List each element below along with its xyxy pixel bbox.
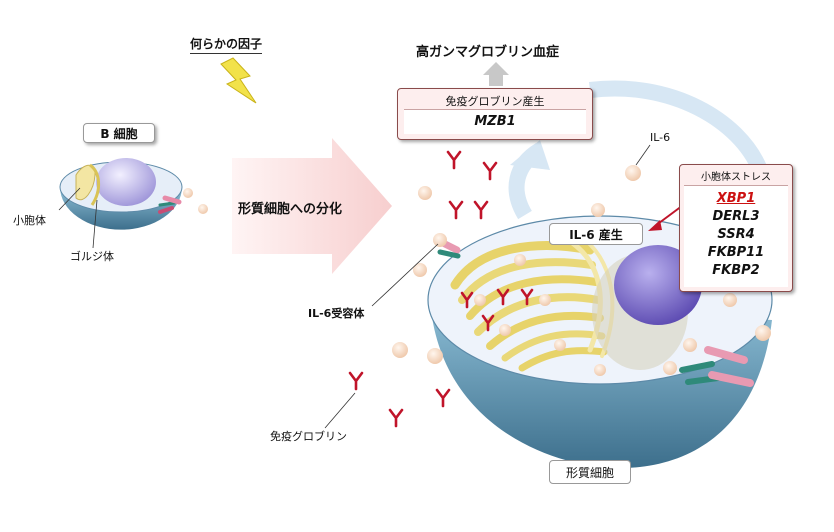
il6-receptor xyxy=(708,371,754,387)
cycle-arrow-lower-head xyxy=(510,140,550,170)
er-stress-box: 小胞体ストレス XBP1 DERL3 SSR4 FKBP11 FKBP2 xyxy=(679,164,793,292)
ig-production-gene-panel: MZB1 xyxy=(404,109,586,134)
il6-label: IL-6 xyxy=(650,131,671,144)
immunoglobulin-label: 免疫グロブリン xyxy=(270,430,347,443)
differentiation-arrow xyxy=(232,138,392,274)
differentiation-label: 形質細胞への分化 xyxy=(238,202,343,217)
il6-receptor xyxy=(437,249,461,259)
leader-er xyxy=(58,187,81,211)
b-cell-receptor-2 xyxy=(158,201,176,207)
lightning-bolt-icon xyxy=(220,57,257,104)
gene-mzb1: MZB1 xyxy=(474,114,516,129)
plasma-cell-title: 形質細胞 xyxy=(565,466,614,480)
vesicle xyxy=(198,204,208,214)
b-cell-receptor xyxy=(158,206,174,214)
er-stress-gene-list: XBP1 DERL3 SSR4 FKBP11 FKBP2 xyxy=(684,185,788,287)
il6-production-label: IL-6 産生 xyxy=(569,228,623,242)
plasma-cell-title-box: 形質細胞 xyxy=(549,460,631,484)
gene-xbp1: XBP1 xyxy=(716,191,756,206)
ig-production-box: 免疫グロブリン産生 MZB1 xyxy=(397,88,593,140)
b-cell-nucleus xyxy=(96,158,156,206)
b-cell-golgi xyxy=(89,163,100,206)
b-cell-er xyxy=(75,164,96,201)
red-arrow-head xyxy=(648,220,662,231)
gene-derl3: DERL3 xyxy=(712,209,760,224)
gene-ssr4: SSR4 xyxy=(717,227,755,242)
er-stress-title: 小胞体ストレス xyxy=(701,172,771,183)
vesicle xyxy=(183,188,193,198)
il6-receptor xyxy=(704,346,748,364)
antibodies xyxy=(348,150,534,428)
factor-label: 何らかの因子 xyxy=(190,35,263,54)
er-label: 小胞体 xyxy=(13,214,46,227)
cycle-arrow xyxy=(589,80,768,174)
b-cell-title-box: B 細胞 xyxy=(83,123,155,143)
ig-production-title: 免疫グロブリン産生 xyxy=(445,95,545,108)
il6-production-box: IL-6 産生 xyxy=(549,223,643,245)
hypergamma-label: 高ガンマグロブリン血症 xyxy=(416,45,560,60)
golgi-label: ゴルジ体 xyxy=(70,250,114,263)
vesicles xyxy=(392,165,771,376)
leader-immunoglobulin xyxy=(324,392,356,429)
leader-golgi xyxy=(92,199,98,249)
leader-il6-receptor xyxy=(371,243,439,307)
il6-receptor-label: IL-6受容体 xyxy=(308,307,365,320)
leader-il6 xyxy=(635,144,651,166)
up-arrow xyxy=(483,62,509,86)
b-cell-receptor-3 xyxy=(162,195,182,205)
gene-fkbp11: FKBP11 xyxy=(707,245,765,260)
b-cell xyxy=(59,158,208,230)
b-cell-title: B 細胞 xyxy=(100,127,138,141)
gene-fkbp2: FKBP2 xyxy=(712,263,760,278)
il6-receptor xyxy=(679,361,715,373)
